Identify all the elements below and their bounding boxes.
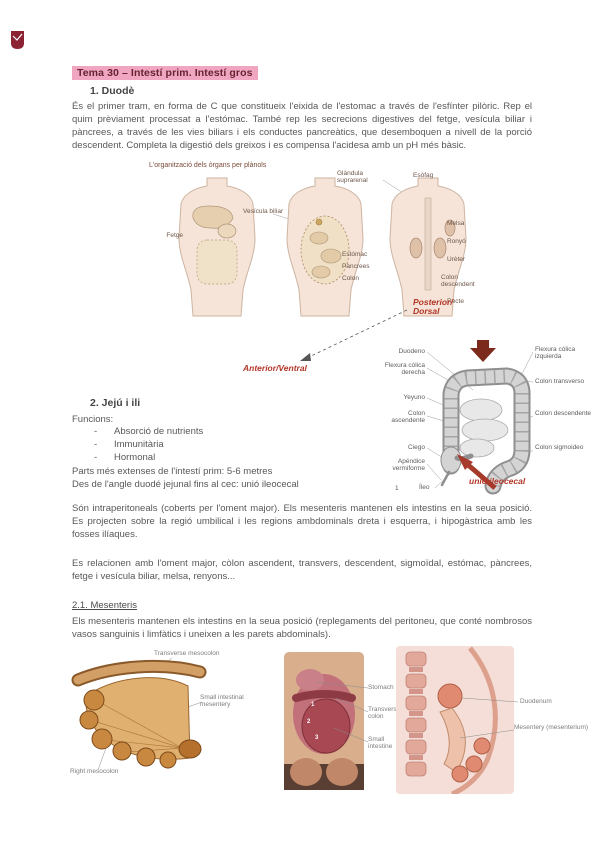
figure-label: Colon sigmoideo (535, 444, 584, 451)
figure-label: Transverse colon (368, 706, 401, 721)
figure-label: Flexura cólica izquierda (535, 346, 576, 361)
figure-label: Colon descendent (441, 274, 475, 289)
length-note: Parts més extenses de l'intestí prim: 5-… (72, 466, 273, 477)
paragraph-mesenteris: Els mesenteris mantenen els intestins en… (72, 616, 532, 640)
figure-label: Ronyó (447, 238, 466, 245)
list-item-label: Hormonal (114, 452, 156, 463)
funcions-label: Funcions: (72, 414, 114, 425)
figure-label: Esòfag (413, 172, 434, 179)
figure-label: Transverse mesocolon (154, 650, 220, 657)
figure-number: 3 (315, 735, 319, 741)
figure-large-intestine: Duodeno Flexura cólica derecha Yeyuno Co… (383, 338, 597, 504)
figure-label: Stomach (368, 684, 394, 691)
crest-graphic (11, 31, 24, 49)
figure-label: Colon ascendente (391, 410, 425, 425)
paragraph-intraperitoneals: Són intraperitoneals (coberts per l'omen… (72, 503, 532, 540)
heading-mesenteris: 2.1. Mesenteris (72, 600, 137, 611)
figure-label: Right mesocolon (70, 768, 119, 775)
list-item-label: Absorció de nutrients (114, 426, 204, 437)
figure-label: Urèter (447, 256, 466, 263)
sagittal-illustration (396, 646, 519, 794)
figure-label: Glàndula suprarenal (337, 170, 368, 185)
list-dash: - (94, 426, 98, 437)
figure-label: Pàncrees (342, 263, 370, 270)
abdomen-illustration (284, 652, 369, 790)
figure-caption: L'organització dels òrgans per plànols (149, 162, 267, 169)
figure-sagittal-section: Duodenum Mesentery (mesenterium) (396, 646, 598, 794)
figure-label: Yeyuno (403, 394, 425, 401)
heading-jeju-ili: 2. Jejú i ili (90, 397, 141, 409)
heading-duode: 1. Duodè (90, 85, 135, 97)
page-title: Tema 30 – Intestí prim. Intestí gros (72, 66, 258, 80)
ileocecal-annotation: unió ileocecal (469, 476, 526, 486)
figure-mesentery: Transverse mesocolon Small intestinal me… (62, 650, 270, 790)
figure-number: 2 (307, 719, 311, 725)
university-crest-icon (10, 30, 25, 50)
figure-label: Colon descendente (535, 410, 592, 417)
mesentery-illustration (71, 657, 207, 771)
figure-label: Mesentery (mesenterium) (514, 724, 589, 731)
paragraph-relacions: Es relacionen amb l'oment major, còlon a… (72, 558, 532, 582)
figure-label: Recte (447, 298, 464, 305)
paragraph-duode: És el primer tram, en forma de C que con… (72, 101, 532, 151)
posterior-annotation: Posterior/ Dorsal (413, 297, 453, 317)
figure-label: Colon (342, 275, 359, 282)
list-dash: - (94, 452, 98, 463)
figure-label: Flexura cólica derecha (384, 362, 425, 377)
figure-label: Estómac (342, 251, 368, 258)
figure-label: Vesícula biliar (243, 208, 284, 215)
list-item-label: Immunitària (114, 439, 164, 450)
figure-label: Duodenum (520, 698, 552, 705)
figure-label: Íleo (419, 484, 430, 491)
figure-label: Small intestine (368, 736, 393, 751)
torso-planes-illustration (178, 177, 467, 361)
figure-label: Duodeno (398, 348, 425, 355)
figure-label: Fetge (166, 232, 183, 239)
figure-marker: 1 (395, 485, 399, 492)
figure-label: Apéndice vermiforme (392, 458, 425, 473)
figure-label: Melsa (447, 220, 465, 227)
figure-label: Small intestinal mesentery (200, 694, 244, 709)
figure-number: 1 (311, 702, 315, 708)
anterior-annotation: Anterior/Ventral (243, 363, 307, 373)
figure-organ-planes: L'organització dels òrgans per plànols F… (145, 162, 490, 394)
large-intestine-illustration (426, 340, 534, 495)
ileocecal-note: Des de l'angle duodé jejunal fins al cec… (72, 479, 299, 490)
figure-label: Ciego (408, 444, 425, 451)
figure-abdomen: 1 2 3 Stomach Transverse colon Small int… (284, 652, 401, 790)
figure-label: Colon transverso (535, 378, 585, 385)
list-dash: - (94, 439, 98, 450)
